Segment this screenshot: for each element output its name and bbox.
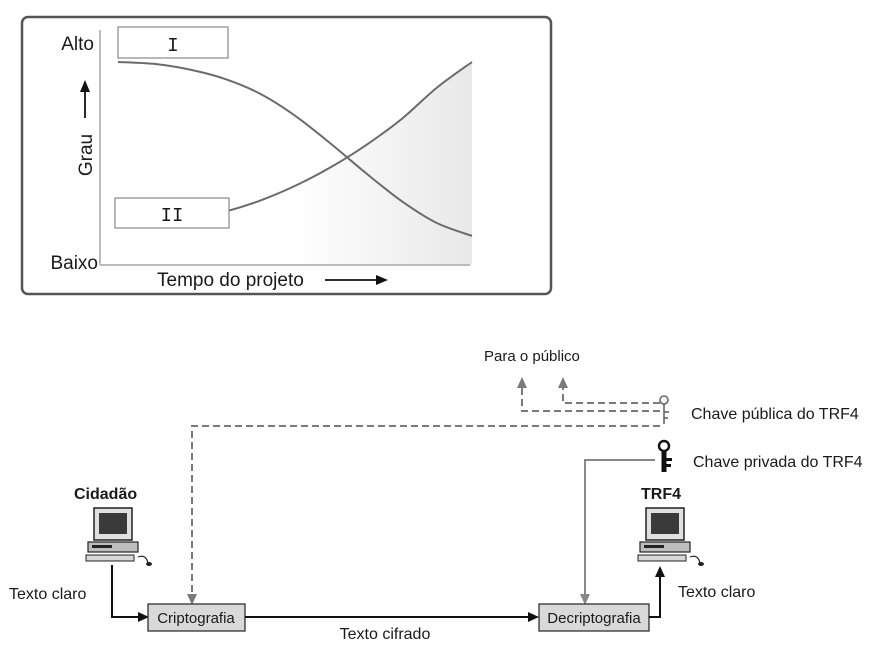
citizen-to-encrypt-line: [111, 565, 140, 618]
encrypt-label: Criptografia: [157, 610, 235, 627]
private-key-icon: [657, 439, 672, 472]
public-key-icon: [659, 395, 669, 424]
plain-text-right-label: Texto claro: [678, 584, 755, 601]
citizen-label: Cidadão: [74, 486, 137, 503]
y-axis-arrow: [80, 80, 90, 118]
trf4-computer-icon: [637, 507, 704, 566]
decrypt-label: Decriptografia: [547, 610, 641, 627]
cipher-flow-arrowhead: [528, 612, 539, 622]
public-arrowheads: [187, 377, 568, 605]
decrypt-to-trf4-line: [649, 575, 661, 618]
x-axis-title: Tempo do projeto: [157, 270, 304, 291]
box-I-label: I: [167, 35, 178, 57]
decrypt-to-trf4-arrowhead: [655, 566, 665, 577]
private-key-line: [584, 459, 655, 596]
crypto-diagram: Para o público Chave pública do TRF4: [9, 348, 863, 643]
private-key-arrowhead: [580, 594, 590, 605]
x-axis-arrow: [325, 275, 388, 285]
citizen-to-encrypt-arrowhead: [138, 612, 149, 622]
chart-panel: I II Alto Baixo Grau Tempo do projeto: [20, 15, 553, 296]
citizen-computer-icon: [85, 507, 152, 566]
public-distribution-lines: [191, 386, 660, 596]
cipher-text-label: Texto cifrado: [340, 626, 431, 643]
box-II-label: II: [161, 205, 184, 227]
public-label: Para o público: [484, 348, 580, 365]
box-II: [114, 197, 230, 229]
curve-I: [117, 61, 473, 237]
y-axis-title: Grau: [76, 134, 97, 176]
public-key-label: Chave pública do TRF4: [691, 406, 859, 423]
encrypt-box: [147, 603, 246, 632]
box-I: [117, 26, 229, 59]
y-low-label: Baixo: [50, 253, 98, 274]
trf4-label: TRF4: [641, 486, 681, 503]
decrypt-box: [538, 603, 650, 632]
private-key-label: Chave privada do TRF4: [693, 454, 863, 471]
chart-shaded-region: [295, 62, 472, 265]
plain-text-left-label: Texto claro: [9, 586, 86, 603]
y-high-label: Alto: [61, 34, 94, 55]
